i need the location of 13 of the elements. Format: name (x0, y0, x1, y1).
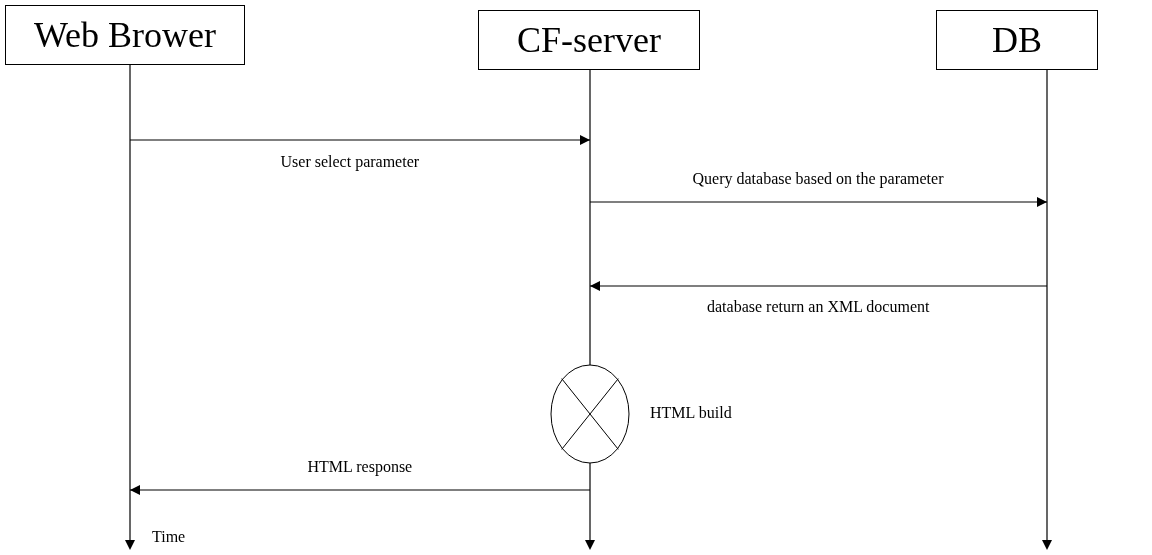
lifeline-header-box: CF-server (478, 10, 700, 70)
message-label: database return an XML document (707, 298, 930, 316)
message-label: HTML response (307, 458, 413, 476)
message-arrow (589, 197, 1048, 207)
message-arrow (129, 135, 591, 145)
axis-label: Time (152, 528, 186, 546)
message-label: Query database based on the parameter (692, 170, 944, 188)
process-label: HTML build (650, 404, 732, 422)
lifeline-header-box: Web Brower (5, 5, 245, 65)
message-arrow (589, 281, 1048, 291)
lifeline-header-box: DB (936, 10, 1098, 70)
message-arrow (129, 485, 591, 495)
message-label: User select parameter (280, 153, 420, 171)
